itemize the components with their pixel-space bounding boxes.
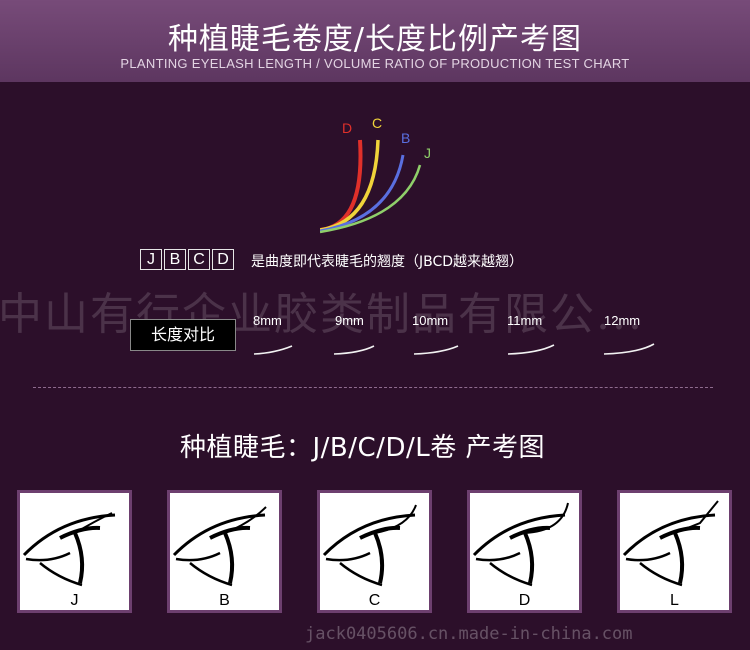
header-banner: 种植睫毛卷度/长度比例产考图 PLANTING EYELASH LENGTH /… bbox=[0, 0, 750, 82]
length-label-9mm: 9mm bbox=[335, 313, 364, 328]
lash-10mm bbox=[413, 345, 459, 355]
curl-boxes: J B C D bbox=[140, 249, 234, 270]
curl-card-j: J bbox=[17, 490, 132, 613]
length-label-12mm: 12mm bbox=[604, 313, 641, 328]
length-compare-button[interactable]: 长度对比 bbox=[130, 319, 236, 351]
eye-icon bbox=[472, 502, 569, 587]
curl-c-line bbox=[320, 139, 380, 232]
curl-box-j: J bbox=[140, 249, 162, 270]
eye-icon bbox=[322, 504, 417, 587]
page-subtitle: PLANTING EYELASH LENGTH / VOLUME RATIO O… bbox=[120, 56, 630, 71]
length-label-10mm: 10mm bbox=[412, 313, 449, 328]
lash-11mm bbox=[507, 344, 555, 355]
curl-cards: J B C D bbox=[17, 490, 732, 615]
curl-box-d: D bbox=[212, 249, 234, 270]
card-letter: C bbox=[368, 592, 381, 609]
length-label-8mm: 8mm bbox=[253, 313, 282, 328]
curl-card-b: B bbox=[167, 490, 282, 613]
length-lashes bbox=[253, 343, 655, 355]
length-label-11mm: 11mm bbox=[507, 313, 543, 328]
section-title: 种植睫毛：J/B/C/D/L卷 产考图 bbox=[180, 433, 545, 463]
eye-icon bbox=[22, 512, 116, 587]
curl-label-j: J bbox=[424, 145, 431, 161]
curl-box-b: B bbox=[164, 249, 186, 270]
card-letter: B bbox=[219, 592, 230, 609]
company-watermark: 中山有行企业胶类制品有限公... bbox=[0, 289, 644, 340]
curl-card-d: D bbox=[467, 490, 582, 613]
curl-card-c: C bbox=[317, 490, 432, 613]
eye-icon bbox=[622, 500, 719, 587]
curl-box-c: C bbox=[188, 249, 210, 270]
curl-card-l: L bbox=[617, 490, 732, 613]
card-letter: J bbox=[70, 592, 79, 609]
card-letter: L bbox=[670, 592, 679, 609]
lash-9mm bbox=[333, 345, 375, 355]
curl-j-line bbox=[320, 164, 422, 234]
curl-b-line bbox=[320, 154, 405, 233]
section-divider bbox=[33, 387, 713, 388]
footer-watermark: jack0405606.cn.made-in-china.com bbox=[305, 624, 633, 644]
curl-d-line bbox=[320, 139, 363, 232]
curl-label-d: D bbox=[342, 120, 353, 136]
card-letter: D bbox=[518, 592, 531, 609]
curl-diagram bbox=[320, 139, 422, 234]
lash-12mm bbox=[603, 343, 655, 355]
curl-description: 是曲度即代表睫毛的翘度（JBCD越来越翘） bbox=[251, 254, 524, 270]
lash-8mm bbox=[253, 345, 293, 355]
curl-label-b: B bbox=[401, 130, 411, 146]
curl-label-c: C bbox=[372, 115, 383, 131]
eye-icon bbox=[172, 506, 267, 587]
page-title: 种植睫毛卷度/长度比例产考图 bbox=[167, 22, 583, 57]
